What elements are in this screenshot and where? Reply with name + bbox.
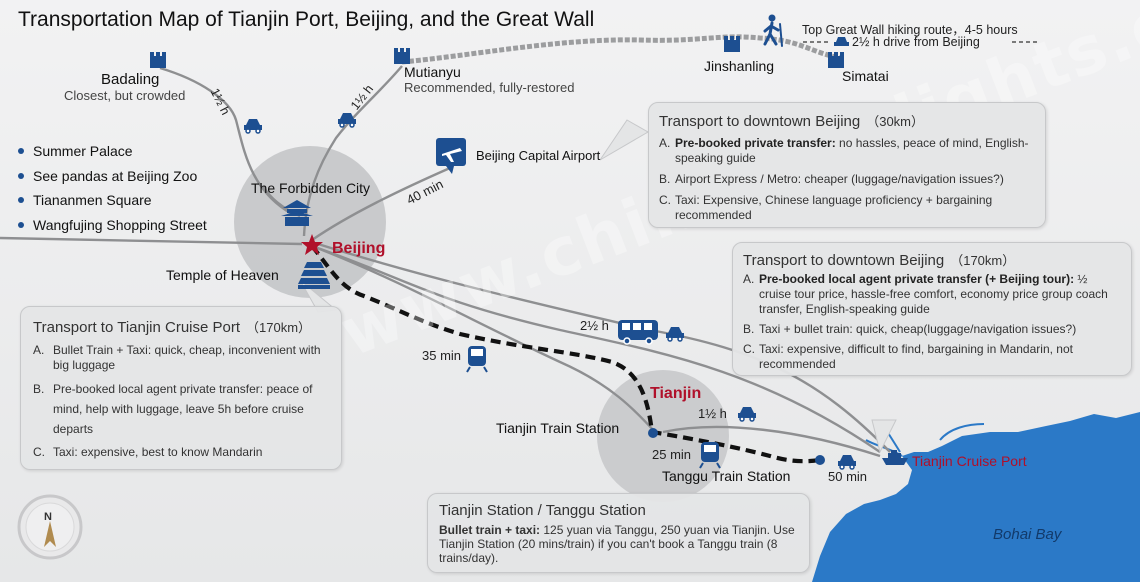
great-wall-tower-icon — [828, 52, 844, 68]
car-icon — [666, 327, 684, 342]
attraction-item: Tiananmen Square — [18, 191, 207, 216]
bohai-bay — [812, 412, 1140, 582]
great-wall-tower-icon — [724, 36, 740, 52]
box-item: C.Taxi: expensive, difficult to find, ba… — [743, 342, 1073, 371]
station-info-box: Tianjin Station / Tanggu Station Bullet … — [427, 493, 810, 573]
bullet-dot — [18, 172, 24, 179]
box-title: Tianjin Station / Tanggu Station — [439, 502, 646, 519]
box-item: A.Pre-booked private transfer: no hassle… — [659, 136, 1029, 165]
port-transport-box: Transport to downtown Beijing（170km） A.P… — [732, 242, 1132, 376]
plane-icon — [436, 138, 466, 174]
car-icon — [738, 407, 756, 422]
port-box-pointer — [871, 419, 897, 454]
tianjin-circle — [597, 370, 729, 502]
box-title: Transport to downtown Beijing（170km） — [743, 252, 1016, 269]
great-wall-tower-icon — [394, 48, 410, 64]
box-item: A.Pre-booked local agent private transfe… — [743, 272, 1108, 316]
great-wall-tower-icon — [150, 52, 166, 68]
tanggu-station-label: Tanggu Train Station — [662, 468, 791, 484]
car-icon — [244, 119, 262, 134]
tianjin-station-dot — [648, 428, 658, 438]
bullet-dot — [18, 221, 24, 228]
hiking-note: Top Great Wall hiking route，4-5 hours — [802, 23, 1018, 37]
bullet-dot — [18, 197, 24, 204]
simatai-label: Simatai — [842, 68, 889, 84]
star-icon — [301, 234, 323, 255]
bullet-dot — [18, 148, 24, 155]
car-icon — [338, 113, 356, 128]
airport-label: Beijing Capital Airport — [476, 148, 601, 163]
beijing-label: Beijing — [332, 240, 386, 257]
bus-time: 2½ h — [580, 318, 609, 333]
train-time: 35 min — [422, 348, 462, 363]
box-item: A.Bullet Train + Taxi: quick, cheap, inc… — [33, 343, 321, 372]
train-icon — [699, 442, 721, 469]
beijing-attractions-list: Summer Palace See pandas at Beijing Zoo … — [18, 142, 207, 240]
box-item: B.Airport Express / Metro: cheaper (lugg… — [659, 172, 1004, 186]
tianjin-station-label: Tianjin Train Station — [496, 420, 620, 436]
station-info-text: Bullet train + taxi: 125 yuan via Tanggu… — [439, 523, 795, 565]
cruise-port-label: Tianjin Cruise Port — [912, 453, 1027, 469]
box-item: B.Pre-booked local agent private transfe… — [33, 382, 313, 436]
drive-note: 2½ h drive from Beijing — [852, 35, 980, 49]
tianjin-car-time: 1½ h — [698, 406, 727, 421]
badaling-label: Badaling — [101, 71, 160, 88]
badaling-note: Closest, but crowded — [64, 88, 186, 103]
car-icon — [834, 37, 849, 46]
forbidden-city-label: The Forbidden City — [251, 180, 371, 196]
attraction-item: See pandas at Beijing Zoo — [18, 167, 207, 192]
temple-of-heaven-label: Temple of Heaven — [166, 267, 279, 283]
mutianyu-label: Mutianyu — [404, 64, 461, 80]
box-item: C.Taxi: Expensive, Chinese language prof… — [659, 193, 993, 222]
jinshanling-label: Jinshanling — [704, 58, 775, 74]
airport-transport-box: Transport to downtown Beijing（30km） A.Pr… — [648, 102, 1046, 228]
airport-box-pointer — [599, 119, 649, 161]
page-title: Transportation Map of Tianjin Port, Beij… — [18, 8, 595, 31]
box-title: Transport to downtown Beijing（30km） — [659, 113, 925, 130]
tanggu-train-time: 25 min — [652, 447, 692, 462]
attraction-item: Summer Palace — [18, 142, 207, 167]
compass-icon — [17, 494, 83, 560]
compass-north-label: N — [44, 511, 52, 523]
forbidden-city-icon — [281, 200, 313, 226]
train-icon — [466, 346, 488, 373]
temple-of-heaven-icon — [298, 262, 330, 289]
cruise-transport-box: Transport to Tianjin Cruise Port（170km） … — [20, 306, 342, 470]
port-time: 50 min — [828, 469, 868, 484]
mutianyu-note: Recommended, fully-restored — [404, 80, 575, 95]
bus-icon — [618, 320, 658, 345]
great-wall-line — [401, 34, 841, 65]
railway-route — [310, 244, 821, 464]
attraction-item: Wangfujing Shopping Street — [18, 216, 207, 241]
tanggu-station-dot — [815, 455, 825, 465]
box-item: B.Taxi + bullet train: quick, cheap(lugg… — [743, 322, 1077, 336]
hiker-icon — [763, 14, 783, 47]
tianjin-label: Tianjin — [650, 385, 702, 402]
car-icon — [838, 455, 856, 470]
ship-icon — [882, 450, 908, 465]
box-item: C.Taxi: expensive, best to know Mandarin — [33, 445, 263, 459]
box-title: Transport to Tianjin Cruise Port（170km） — [33, 319, 312, 336]
bohai-bay-label: Bohai Bay — [993, 526, 1062, 543]
